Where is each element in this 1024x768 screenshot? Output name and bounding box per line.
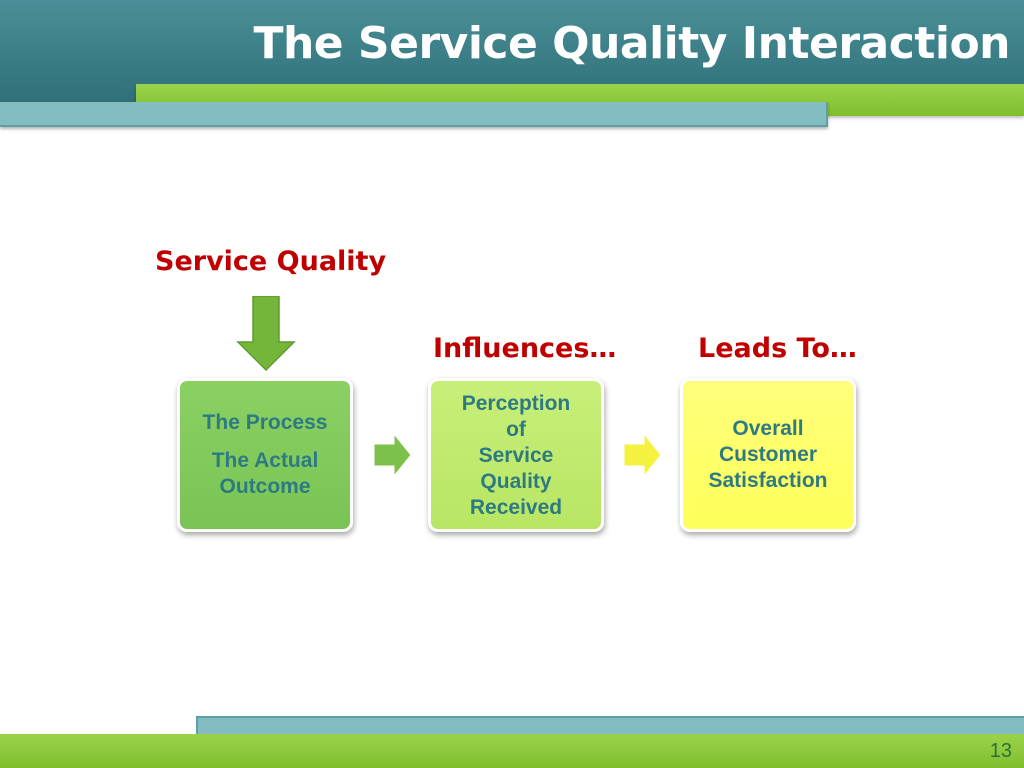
footer-green-stripe (0, 734, 1024, 768)
header-teal-stripe (0, 102, 828, 127)
process-outcome-box: The Process The Actual Outcome (177, 378, 353, 532)
satisfaction-box: Overall Customer Satisfaction (680, 378, 856, 532)
service-quality-label: Service Quality (155, 246, 387, 277)
box-text-line: Quality (480, 470, 552, 493)
slide-title: The Service Quality Interaction (253, 18, 1010, 69)
box-text-line: Overall (732, 417, 804, 440)
down-arrow-icon (236, 296, 296, 372)
box-text-line: Perception (461, 392, 571, 415)
box-text-line: The Process (202, 411, 328, 434)
box-text-line: Outcome (219, 475, 311, 498)
box-text-line: Service (478, 444, 554, 467)
box-text-line: Satisfaction (708, 469, 828, 492)
right-arrow-icon (374, 434, 412, 476)
box-text-line: Customer (718, 443, 818, 466)
influences-label: Influences… (433, 333, 617, 364)
footer-teal-stripe (196, 716, 1024, 738)
right-arrow-icon (624, 434, 662, 476)
box-text-line: The Actual (211, 449, 319, 472)
box-text-line: Received (469, 496, 563, 519)
perception-box: Perception of Service Quality Received (428, 378, 604, 532)
box-text-line: of (506, 418, 526, 441)
page-number: 13 (989, 740, 1012, 762)
leads-to-label: Leads To… (698, 333, 857, 364)
